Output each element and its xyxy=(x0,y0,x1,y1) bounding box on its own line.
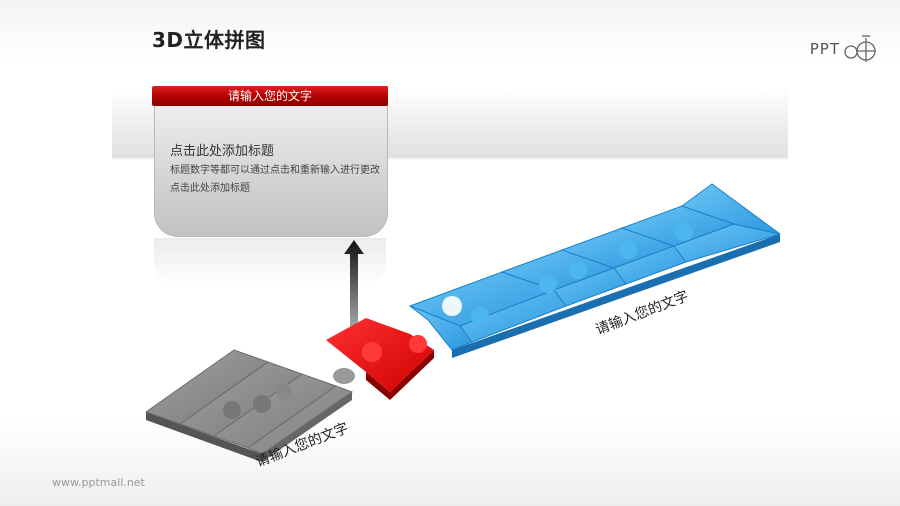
blue-knob-1 xyxy=(471,307,489,325)
red-piece-side xyxy=(366,350,434,400)
gray-strip-side-right xyxy=(262,392,352,462)
blue-piece-9 xyxy=(680,183,781,235)
red-knob-1 xyxy=(362,342,382,362)
callout-header[interactable]: 请输入您的文字 xyxy=(152,86,388,106)
logo: PPT xyxy=(810,34,878,64)
blue-knob-2 xyxy=(539,275,557,293)
gray-knob-2 xyxy=(253,395,271,413)
callout-box[interactable] xyxy=(154,86,388,237)
blue-strip-left xyxy=(409,305,473,351)
logo-text: PPT xyxy=(809,40,840,58)
blue-knob-4 xyxy=(619,241,637,259)
red-knob-2 xyxy=(409,335,427,353)
gray-knob-3 xyxy=(276,384,292,400)
footer-url[interactable]: www.pptmall.net xyxy=(52,476,145,489)
up-arrow-icon xyxy=(344,240,364,340)
page-title: 3D立体拼图 xyxy=(152,28,266,52)
blue-knob-5 xyxy=(675,223,693,241)
blue-knob-3 xyxy=(569,261,587,279)
callout-body[interactable]: 标题数字等都可以通过点击和重新输入进行更改 点击此处添加标题 xyxy=(170,165,380,194)
blue-strip-side xyxy=(452,234,780,358)
band-shadow xyxy=(112,156,788,160)
callout-heading[interactable]: 点击此处添加标题 xyxy=(170,144,275,159)
gray-piece-4 xyxy=(246,385,354,455)
gray-strip-side xyxy=(146,412,262,462)
tree-circle-icon xyxy=(844,35,876,62)
callout-reflection xyxy=(154,238,386,286)
gray-knob-1 xyxy=(223,401,241,419)
gray-tab xyxy=(333,368,355,384)
blue-slot-1 xyxy=(442,296,462,316)
